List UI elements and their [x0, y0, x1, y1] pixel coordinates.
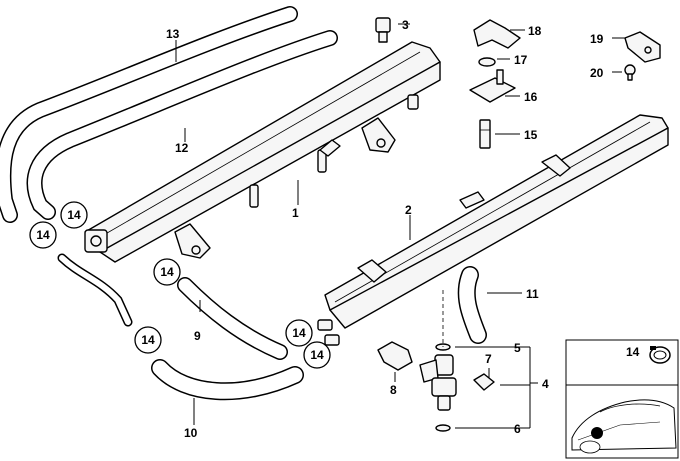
nut-17 — [478, 57, 496, 67]
circled-14-c: 14 — [160, 265, 174, 279]
callout-18: 18 — [528, 24, 542, 38]
callout-20: 20 — [590, 66, 604, 80]
fuel-rail-2 — [317, 114, 669, 346]
location-marker-icon — [591, 427, 603, 439]
bolt-3 — [375, 17, 391, 43]
fuel-rail-1 — [84, 41, 441, 263]
callout-1: 1 — [292, 206, 299, 220]
callout-17: 17 — [514, 53, 528, 67]
bracket-16 — [469, 69, 516, 103]
callout-5: 5 — [514, 341, 521, 355]
callout-7: 7 — [485, 352, 492, 366]
callout-3: 3 — [402, 18, 409, 32]
callouts: 3 13 12 1 2 18 17 16 15 19 20 11 9 10 8 … — [166, 18, 604, 440]
circled-14-f: 14 — [310, 348, 324, 362]
hose-13 — [0, 6, 298, 223]
circled-14-d: 14 — [141, 333, 155, 347]
callout-13: 13 — [166, 27, 180, 41]
callout-8: 8 — [390, 383, 397, 397]
callout-19: 19 — [590, 32, 604, 46]
bracket-19 — [624, 31, 661, 63]
callout-12: 12 — [175, 141, 189, 155]
circled-14-b: 14 — [36, 228, 50, 242]
hose-10 — [151, 359, 304, 401]
circled-callouts: 14 14 14 14 14 14 — [29, 201, 331, 369]
inset-label-14: 14 — [626, 345, 640, 359]
callout-9: 9 — [194, 329, 201, 343]
connector-pipe — [57, 253, 133, 327]
callout-2: 2 — [405, 203, 412, 217]
car-silhouette-icon — [571, 399, 677, 454]
injector — [419, 343, 457, 432]
callout-4: 4 — [542, 377, 549, 391]
inset-panel: 14 — [565, 339, 679, 459]
callout-10: 10 — [184, 426, 198, 440]
circled-14-e: 14 — [292, 326, 306, 340]
hose-clamp-icon — [649, 346, 671, 364]
hose-9 — [177, 277, 288, 360]
callout-6: 6 — [514, 422, 521, 436]
circled-14-a: 14 — [67, 208, 81, 222]
leader-lines — [175, 23, 625, 429]
clip-7 — [473, 373, 495, 391]
hose-11 — [457, 266, 487, 344]
hose-12 — [26, 30, 338, 220]
clip-18 — [473, 19, 521, 49]
screw-20 — [624, 64, 636, 81]
stud-15 — [479, 119, 491, 149]
callout-11: 11 — [526, 287, 539, 301]
callout-15: 15 — [524, 128, 538, 142]
callout-16: 16 — [524, 90, 538, 104]
retainer-8 — [377, 341, 413, 371]
